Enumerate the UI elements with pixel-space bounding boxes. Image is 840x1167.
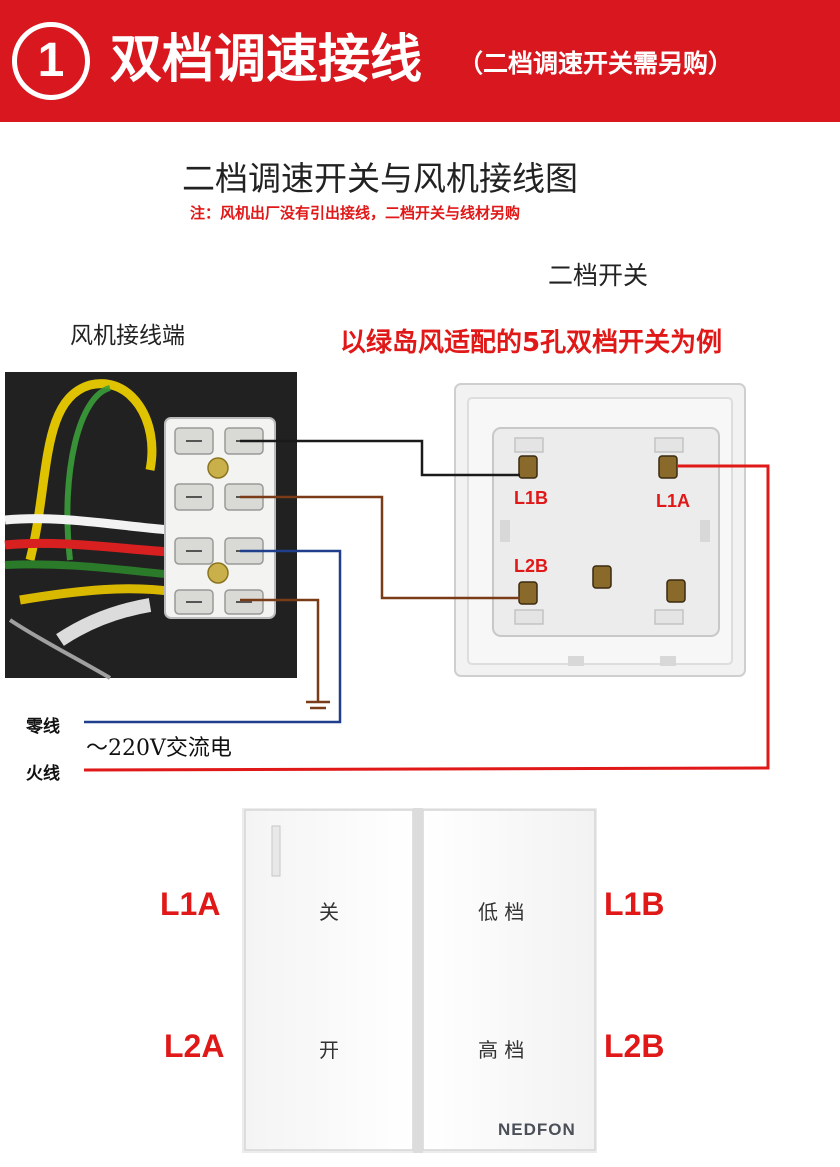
example-note: 以绿岛风适配的5孔双档开关为例 [340, 328, 723, 358]
ac-supply-label: ～220V交流电 [86, 736, 232, 761]
rocker-on-label: 开 [319, 1038, 339, 1062]
live-wire-label: 火线 [26, 764, 60, 784]
wire-live [83, 464, 770, 772]
diagram-note: 注：风机出厂没有引出接线，二档开关与线材另购 [190, 204, 521, 222]
wire-ground [240, 598, 330, 710]
header-banner: 1 双档调速接线 （二档调速开关需另购） [0, 0, 840, 122]
panel-label-l2a: L2A [164, 1028, 225, 1064]
diagram-title: 二档调速开关与风机接线图 [182, 159, 578, 198]
panel-label-l1b: L1B [604, 886, 665, 922]
rocker-low-speed-label: 低 档 [478, 900, 525, 924]
wire-blue [84, 549, 342, 724]
terminal-label-l2b: L2B [514, 556, 549, 576]
brand-logo: NEDFON [498, 1120, 576, 1139]
wire-black [240, 439, 520, 477]
panel-label-l1a: L1A [160, 886, 221, 922]
switch-back-photo [454, 383, 746, 677]
switch-caption: 二档开关 [548, 261, 649, 290]
rocker-high-speed-label: 高 档 [478, 1038, 525, 1062]
panel-label-l2b: L2B [604, 1028, 665, 1064]
fan-terminal-caption: 风机接线端 [70, 323, 185, 349]
neutral-wire-label: 零线 [26, 717, 60, 737]
rocker-switch-photo [242, 808, 597, 1153]
terminal-label-l1b: L1B [514, 488, 549, 508]
banner-title: 双档调速接线 [110, 30, 423, 90]
wire-brown [240, 495, 520, 600]
step-badge: 1 [12, 22, 90, 100]
terminal-label-l1a: L1A [656, 491, 691, 511]
fan-terminal-photo [4, 372, 297, 680]
rocker-off-label: 关 [319, 900, 339, 924]
banner-subtitle: （二档调速开关需另购） [458, 49, 734, 78]
